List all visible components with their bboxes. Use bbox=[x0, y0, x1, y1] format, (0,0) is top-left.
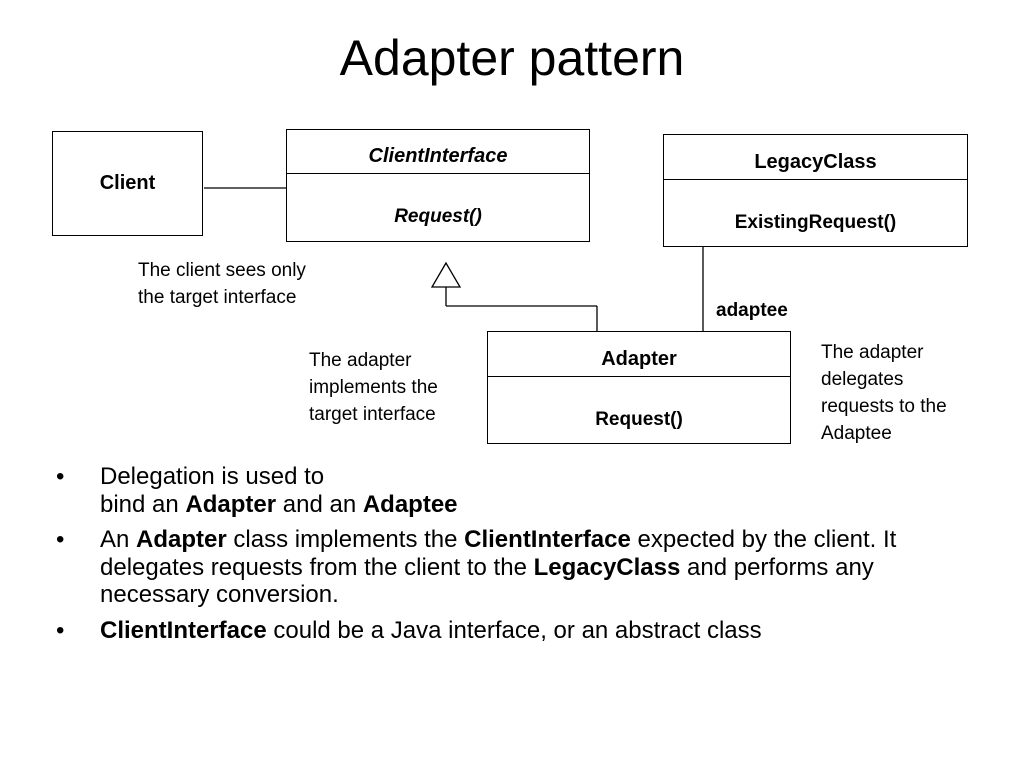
bullet-bold-text: ClientInterface bbox=[100, 616, 267, 644]
slide-title: Adapter pattern bbox=[339, 30, 685, 86]
adapter-class-operation: Request() bbox=[595, 409, 683, 430]
bullet-bold-text: ClientInterface bbox=[464, 526, 631, 553]
bullet-item: • Delegation is used to bind an Adapter … bbox=[56, 463, 976, 518]
client-interface-box: ClientInterface Request() bbox=[286, 129, 590, 242]
client-interface-operation: Request() bbox=[394, 206, 482, 227]
bullet-text: and performs any necessary conversion. bbox=[100, 553, 874, 609]
bullet-symbol: • bbox=[56, 463, 65, 490]
delegates-note-line: requests to the bbox=[821, 396, 947, 417]
client-note: The client sees only the target interfac… bbox=[138, 257, 306, 311]
bullet-text: bind an bbox=[100, 490, 186, 518]
bullet-item: • ClientInterface could be a Java interf… bbox=[56, 617, 976, 645]
bullet-symbol: • bbox=[56, 616, 65, 644]
bullet-text: Delegation is used to bbox=[100, 463, 325, 490]
client-note-line: the target interface bbox=[138, 287, 297, 308]
bullet-text: could be a Java interface, or an abstrac… bbox=[266, 616, 762, 644]
bullet-list: • Delegation is used to bind an Adapter … bbox=[56, 463, 976, 652]
delegates-note-line: delegates bbox=[821, 369, 904, 390]
legacy-class-box: LegacyClass ExistingRequest() bbox=[663, 134, 968, 247]
adapter-class-box: Adapter Request() bbox=[487, 331, 791, 444]
bullet-bold-text: Adapter bbox=[185, 490, 277, 518]
delegates-note-line: The adapter bbox=[821, 342, 924, 363]
bullet-bold-text: Adapter bbox=[136, 526, 227, 553]
legacy-class-divider bbox=[664, 179, 967, 180]
bullet-text: An bbox=[100, 526, 137, 553]
bullet-text: and an bbox=[276, 490, 363, 518]
bullet-text: expected by the client. It delegates req… bbox=[100, 526, 897, 581]
adapter-note-line: The adapter bbox=[309, 350, 412, 371]
bullet-text: class implements the bbox=[226, 526, 465, 553]
bullet-bold-text: LegacyClass bbox=[533, 553, 681, 581]
bullet-symbol: • bbox=[56, 526, 65, 553]
bullet-bold-text: Adaptee bbox=[362, 490, 458, 518]
adapter-note-line: implements the bbox=[309, 377, 438, 398]
client-class-name: Client bbox=[99, 172, 156, 194]
adaptee-role-label: adaptee bbox=[716, 300, 788, 321]
legacy-class-operation: ExistingRequest() bbox=[734, 212, 897, 233]
legacy-class-name: LegacyClass bbox=[754, 151, 877, 173]
client-interface-divider bbox=[287, 173, 589, 174]
client-note-line: The client sees only bbox=[138, 260, 306, 281]
delegates-note-line: Adaptee bbox=[821, 423, 892, 444]
bullet-item: • An Adapter class implements the Client… bbox=[56, 526, 976, 609]
delegates-note: The adapter delegates requests to the Ad… bbox=[821, 339, 947, 447]
generalization-triangle bbox=[430, 261, 462, 288]
client-class-box: Client bbox=[52, 131, 203, 236]
adapter-class-divider bbox=[488, 376, 790, 377]
adapter-note: The adapter implements the target interf… bbox=[309, 347, 438, 428]
adapter-note-line: target interface bbox=[309, 404, 436, 425]
adapter-class-name: Adapter bbox=[601, 348, 677, 370]
client-interface-name: ClientInterface bbox=[368, 145, 508, 167]
